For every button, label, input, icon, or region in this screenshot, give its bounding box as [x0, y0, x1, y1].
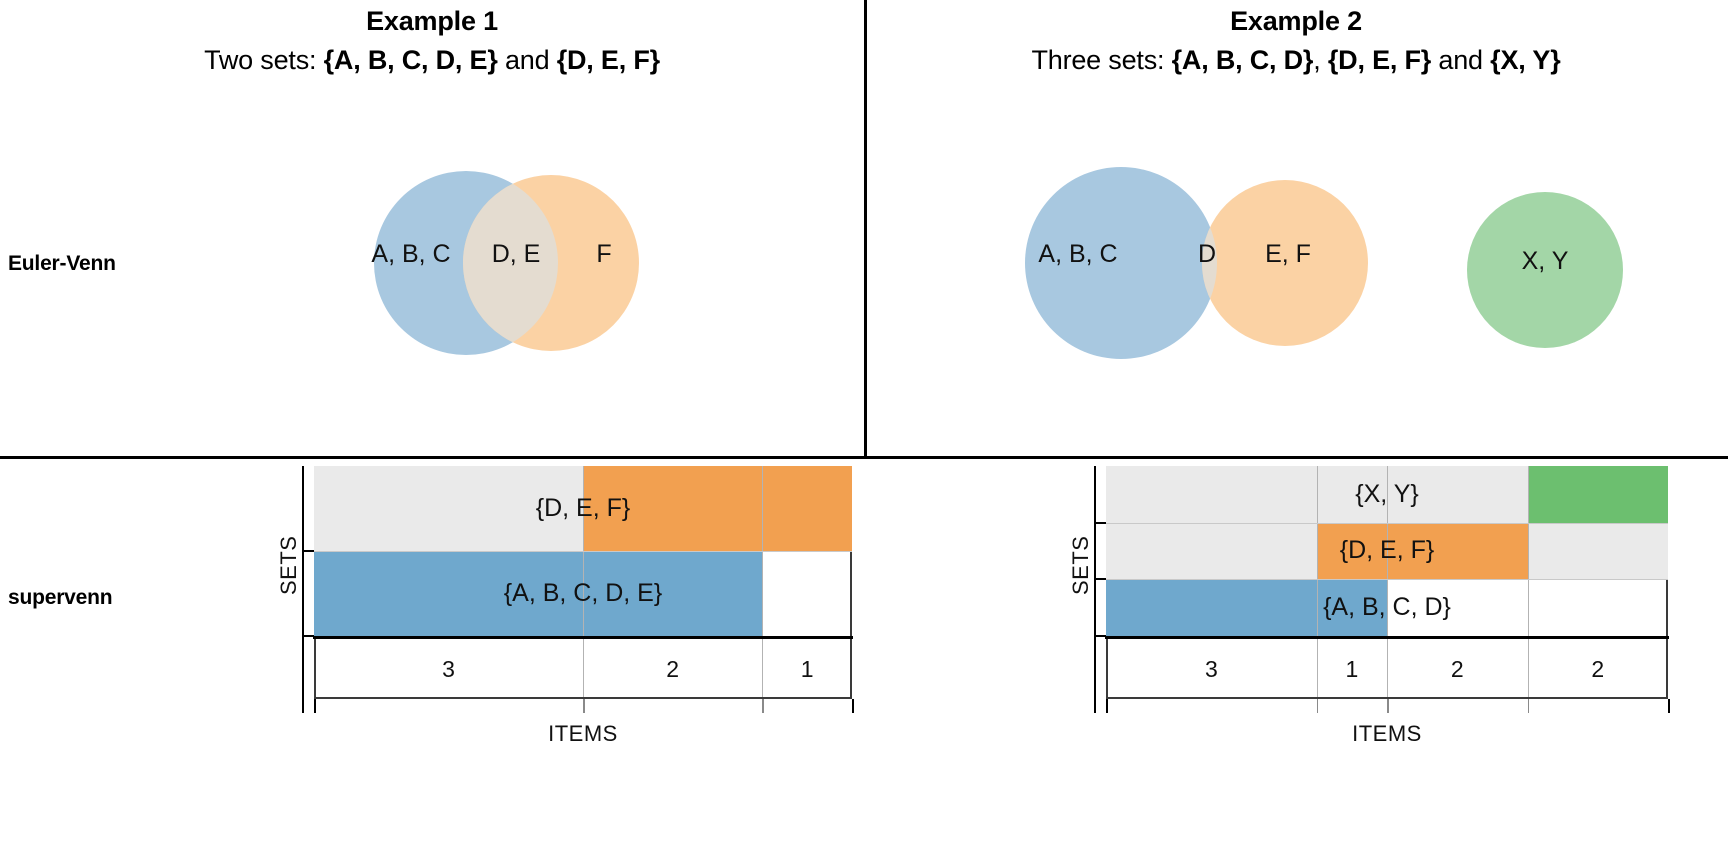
- subtitle-set-a: {A, B, C, D, E}: [323, 45, 498, 75]
- grid-line-horizontal: [1106, 579, 1668, 581]
- subtitle-set-b: {D, E, F}: [556, 45, 660, 75]
- supervenn-cell: [1106, 522, 1317, 580]
- x-axis-tick: [1527, 699, 1529, 713]
- x-axis-tick: [1668, 699, 1670, 713]
- y-axis-label: SETS: [1068, 535, 1093, 595]
- supervenn-cell: [762, 466, 852, 551]
- chunk-size-value: 2: [1450, 655, 1464, 682]
- venn-region-label-right-only: F: [596, 240, 612, 268]
- supervenn-cell: [1527, 522, 1668, 580]
- y-axis-line: [302, 466, 304, 713]
- example-2-subtitle: Three sets: {A, B, C, D}, {D, E, F} and …: [864, 40, 1728, 80]
- y-axis-line: [1094, 466, 1096, 713]
- supervenn-cell: [1528, 579, 1669, 636]
- horizontal-divider: [0, 456, 1728, 459]
- venn-region-label-left-only: A, B, C: [1038, 240, 1118, 268]
- subtitle-set-a: {A, B, C, D}: [1171, 45, 1314, 75]
- supervenn-cell: [314, 466, 583, 551]
- supervenn-cell: [1106, 466, 1317, 523]
- supervenn-cell: [762, 551, 852, 636]
- venn-region-label-intersection: D: [1197, 240, 1217, 268]
- vertical-divider: [864, 0, 867, 456]
- venn-region-label-separate: X, Y: [1521, 247, 1569, 275]
- example-2-title: Example 2: [1230, 6, 1362, 36]
- venn-circle-set-c: [1467, 192, 1623, 348]
- subtitle-joiner-2: and: [1431, 45, 1491, 75]
- x-axis-tick: [1316, 699, 1319, 713]
- chunk-size-value: 2: [1591, 655, 1605, 682]
- euler-venn-example-1: A, B, C D, E F: [0, 0, 864, 456]
- x-axis-label: ITEMS: [548, 721, 618, 746]
- x-axis-tick: [1387, 699, 1389, 713]
- venn-circle-set-b: [1202, 180, 1368, 346]
- supervenn-cell: [1316, 522, 1387, 580]
- supervenn-cell: [314, 551, 583, 636]
- supervenn-cell: [1106, 579, 1317, 636]
- y-axis-tick: [1094, 521, 1106, 524]
- y-axis-tick: [1094, 578, 1106, 581]
- grid-line-vertical: [1387, 466, 1388, 698]
- supervenn-cell: [1387, 466, 1528, 523]
- example-1-subtitle: Two sets: {A, B, C, D, E} and {D, E, F}: [0, 40, 864, 80]
- row-label-euler-venn: Euler-Venn: [8, 252, 116, 275]
- venn-circles: [1025, 167, 1623, 359]
- x-axis-tick: [314, 699, 316, 713]
- chunk-size-value: 3: [442, 655, 455, 682]
- grid-line-horizontal: [314, 551, 852, 552]
- y-axis-label: SETS: [276, 535, 301, 595]
- chunk-size-row: [1106, 639, 1668, 699]
- x-axis-line: [1105, 636, 1669, 639]
- x-axis-tick: [852, 699, 854, 713]
- subtitle-joiner: ,: [1313, 45, 1328, 75]
- grid-line-vertical: [762, 466, 764, 698]
- x-axis-line: [313, 636, 853, 639]
- row-label-supervenn: supervenn: [8, 586, 113, 609]
- supervenn-cell: [583, 551, 763, 636]
- grid-line-vertical: [1316, 466, 1318, 698]
- subtitle-joiner: and: [497, 45, 557, 75]
- supervenn-cell: [1387, 522, 1528, 580]
- subtitle-set-b: {D, E, F}: [1327, 45, 1432, 75]
- venn-circle-set-a: [1025, 167, 1217, 359]
- euler-venn-example-2: A, B, C D E, F X, Y: [864, 0, 1728, 456]
- chunk-size-row: [314, 639, 852, 699]
- chunk-size-value: 2: [666, 655, 680, 682]
- supervenn-cell: [1387, 579, 1528, 636]
- venn-region-label-left-only: A, B, C: [371, 240, 451, 268]
- x-axis-tick: [1106, 699, 1108, 713]
- supervenn-cell: [1316, 579, 1387, 636]
- chunk-size-value: 3: [1204, 655, 1218, 682]
- column-header-example-1: Example 1 Two sets: {A, B, C, D, E} and …: [0, 2, 864, 80]
- grid-line-horizontal: [1106, 522, 1668, 524]
- subtitle-prefix: Two sets:: [204, 45, 324, 75]
- supervenn-cell: [583, 466, 763, 551]
- supervenn-cell: [1527, 466, 1668, 523]
- y-axis-tick: [1094, 635, 1106, 637]
- y-axis-tick: [302, 635, 314, 637]
- subtitle-set-c: {X, Y}: [1490, 45, 1561, 75]
- y-axis-tick: [302, 550, 314, 552]
- grid-line-vertical: [1527, 466, 1529, 698]
- supervenn-cell: [1316, 466, 1387, 523]
- column-header-example-2: Example 2 Three sets: {A, B, C, D}, {D, …: [864, 2, 1728, 80]
- grid-line-vertical: [583, 466, 584, 698]
- example-1-title: Example 1: [366, 6, 498, 36]
- subtitle-prefix: Three sets:: [1031, 45, 1172, 75]
- venn-circles: [374, 171, 639, 355]
- chunk-size-value: 1: [1345, 655, 1359, 682]
- x-axis-tick: [583, 699, 585, 713]
- x-axis-tick: [762, 699, 764, 713]
- chunk-size-value: 1: [800, 655, 814, 682]
- venn-region-label-intersection: D, E: [491, 240, 541, 268]
- venn-region-label-right-only: E, F: [1265, 240, 1311, 268]
- x-axis-label: ITEMS: [1352, 721, 1422, 746]
